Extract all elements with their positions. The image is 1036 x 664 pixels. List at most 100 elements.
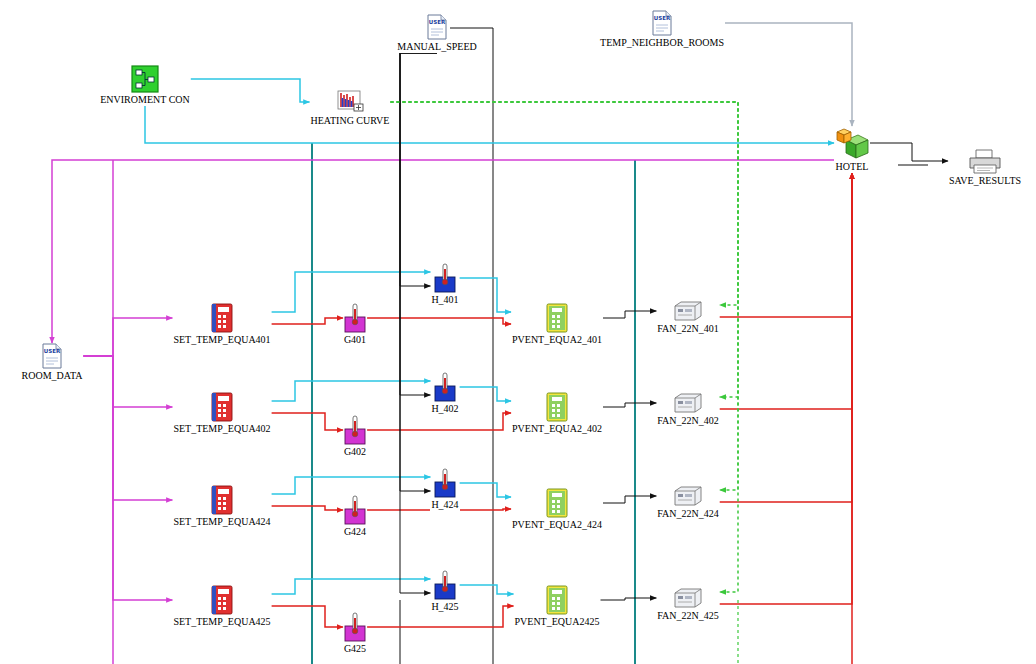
icon-graphic [426, 14, 448, 40]
signal-connector [603, 496, 656, 503]
component-label: SET_TEMP_EQUA401 [172, 334, 271, 346]
component-icon [210, 585, 234, 615]
signal-connector [870, 143, 948, 161]
component-label: H_424 [430, 499, 459, 511]
signal-connector [272, 318, 343, 324]
signal-connector [460, 387, 511, 401]
icon-tag: USER [41, 348, 63, 354]
signal-connector [400, 53, 437, 593]
component-label: HEATING CURVE [310, 115, 391, 127]
icon-graphic [545, 392, 569, 422]
signal-connector [83, 356, 172, 600]
component-node: H_424 [430, 468, 459, 511]
component-icon [834, 126, 870, 160]
component-icon [335, 90, 365, 114]
component-node: USER ROOM_DATA [21, 343, 84, 382]
icon-graphic [673, 392, 703, 414]
signal-connector [272, 506, 343, 510]
signal-connector [272, 413, 343, 430]
component-icon [968, 148, 1002, 174]
component-label: ROOM_DATA [21, 370, 84, 382]
component-label: PVENT_EQUA2_401 [511, 334, 603, 346]
component-node: H_425 [430, 570, 459, 613]
component-label: PVENT_EQUA2425 [514, 616, 601, 628]
icon-graphic [210, 585, 234, 615]
component-node: FAN_22N_401 [656, 300, 719, 335]
component-icon [343, 495, 367, 525]
component-icon [673, 485, 703, 507]
component-icon [210, 303, 234, 333]
component-node: PVENT_EQUA2425 [514, 585, 601, 628]
component-node: PVENT_EQUA2_402 [511, 392, 603, 435]
icon-graphic [433, 263, 457, 293]
signal-connector [391, 102, 739, 592]
icon-graphic [545, 303, 569, 333]
signal-connector [391, 102, 739, 397]
component-icon [131, 65, 159, 93]
component-node: G424 [343, 495, 367, 538]
component-node: HOTEL [834, 126, 870, 173]
component-label: G402 [343, 446, 367, 458]
component-node: ENVIROMENT CON [99, 65, 191, 106]
icon-graphic [335, 90, 365, 114]
component-label: SET_TEMP_EQUA402 [172, 423, 271, 435]
icon-graphic [673, 587, 703, 609]
icon-graphic [673, 485, 703, 507]
component-icon [545, 585, 569, 615]
component-node: SET_TEMP_EQUA425 [172, 585, 271, 628]
signal-connector [367, 318, 511, 324]
icon-graphic [834, 126, 870, 160]
signal-connector [272, 381, 431, 401]
component-node: FAN_22N_402 [656, 392, 719, 427]
icon-graphic [343, 495, 367, 525]
component-label: FAN_22N_424 [656, 508, 719, 520]
component-node: FAN_22N_425 [656, 587, 719, 622]
component-icon: USER [41, 343, 63, 369]
icon-graphic [131, 65, 159, 93]
signal-connector [601, 598, 657, 600]
icon-graphic [210, 392, 234, 422]
icon-graphic [210, 485, 234, 515]
icon-graphic [343, 303, 367, 333]
component-label: PVENT_EQUA2_402 [511, 423, 603, 435]
signal-connector [603, 311, 656, 318]
component-node: USERTEMP_NEIGHBOR_ROOMS [599, 10, 725, 49]
component-icon [545, 303, 569, 333]
component-icon: USER [426, 14, 448, 40]
icon-graphic [545, 585, 569, 615]
component-icon [545, 488, 569, 518]
component-icon: USER [651, 10, 673, 36]
signal-connector [83, 318, 172, 356]
component-icon [545, 392, 569, 422]
component-node: HEATING CURVE [310, 90, 391, 127]
component-icon [433, 570, 457, 600]
component-label: FAN_22N_425 [656, 610, 719, 622]
component-label: HOTEL [835, 161, 870, 173]
component-node: SET_TEMP_EQUA402 [172, 392, 271, 435]
signal-connector [145, 106, 834, 143]
signal-connector [272, 272, 431, 312]
signal-connector [391, 102, 739, 490]
component-label: G401 [343, 334, 367, 346]
component-label: SET_TEMP_EQUA424 [172, 516, 271, 528]
component-node: SET_TEMP_EQUA424 [172, 485, 271, 528]
component-label: SET_TEMP_EQUA425 [172, 616, 271, 628]
icon-graphic [433, 468, 457, 498]
component-node: H_402 [430, 372, 459, 415]
signal-connector [52, 160, 834, 343]
component-icon [433, 468, 457, 498]
component-label: FAN_22N_402 [656, 415, 719, 427]
component-icon [343, 612, 367, 642]
signal-connector [191, 79, 310, 102]
component-icon [673, 587, 703, 609]
icon-graphic [210, 303, 234, 333]
signal-connector [391, 102, 739, 305]
signal-connector [720, 173, 852, 502]
signal-connector [725, 23, 852, 126]
icon-graphic [433, 570, 457, 600]
signal-connector [272, 579, 431, 594]
signal-connector [460, 483, 511, 497]
signal-connector [83, 356, 172, 407]
component-node: USERMANUAL_SPEED [396, 14, 477, 53]
signal-connector [603, 403, 656, 407]
